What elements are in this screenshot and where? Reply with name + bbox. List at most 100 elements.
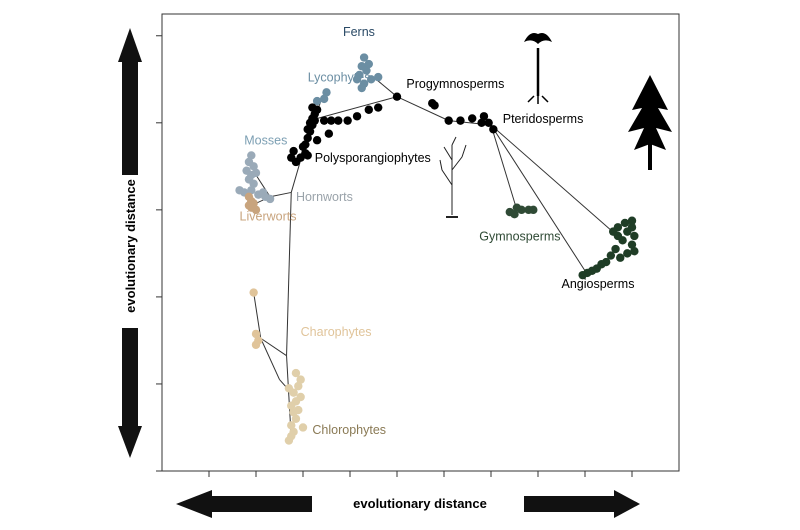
- mosses-point-7: [249, 179, 258, 188]
- chlorophytes-point-13: [296, 392, 305, 402]
- ferns-point-9: [357, 83, 366, 93]
- label-mosses: Mosses: [244, 134, 287, 148]
- angiosperms-point-19: [623, 227, 632, 236]
- x-axis-label: evolutionary distance: [353, 496, 487, 511]
- polysporangiophytes-point-24: [324, 129, 334, 138]
- tree-edge-1: [286, 192, 292, 356]
- polysporangiophytes-point-13: [298, 142, 308, 151]
- angiosperms-point-9: [606, 251, 616, 260]
- y-axis-down-arrow-icon: [118, 328, 142, 458]
- ferns-point-0: [359, 53, 369, 62]
- angiosperms-point-3: [627, 240, 637, 249]
- hornworts-point-4: [265, 194, 275, 204]
- polysporangiophytes-point-20: [343, 116, 352, 125]
- liverworts-point-5: [244, 201, 254, 210]
- ferns-point-8: [352, 75, 362, 84]
- chlorophytes-point-8: [287, 421, 296, 430]
- charophytes-point-3: [251, 340, 261, 349]
- ferns-point-2: [362, 66, 371, 75]
- plot-frame: [161, 13, 680, 472]
- angiosperms-point-7: [630, 247, 639, 256]
- gymnosperms-point-5: [512, 203, 522, 212]
- angiosperms-point-8: [611, 244, 620, 254]
- pteridosperms-point-2: [468, 114, 477, 123]
- angiosperms-point-2: [630, 231, 639, 241]
- label-pteridosperms: Pteridosperms: [503, 112, 584, 126]
- tree-edge-17: [490, 124, 586, 272]
- polysporangiophytes-point-22: [364, 105, 373, 114]
- chlorophytes-point-11: [284, 436, 294, 445]
- label-angiosperms: Angiosperms: [562, 277, 635, 291]
- chlorophytes-point-14: [284, 384, 294, 393]
- polysporangiophytes-point-15: [312, 105, 322, 114]
- charophytes-point-1: [251, 329, 261, 339]
- label-liverworts: Liverworts: [240, 210, 297, 224]
- label-progymnosperms: Progymnosperms: [406, 77, 504, 91]
- lycophytes-point-2: [312, 96, 322, 106]
- tree-edge-15: [490, 124, 518, 211]
- polysporangiophytes-point-19: [334, 116, 343, 125]
- polysporangiophytes-point-6: [303, 133, 312, 143]
- charophytes-point-0: [249, 288, 258, 297]
- hornworts-point-5: [254, 190, 263, 199]
- gymnosperms-point-1: [510, 210, 519, 219]
- seed-fern-tree-icon: [628, 75, 672, 170]
- angiosperms-point-15: [578, 270, 587, 280]
- chlorophytes-point-15: [298, 423, 308, 432]
- lycophytes-point-1: [319, 94, 329, 104]
- polysporangiophytes-point-25: [312, 136, 322, 145]
- pteridosperms-point-1: [456, 116, 465, 125]
- polysporangiophytes-point-16: [310, 116, 319, 125]
- mosses-point-8: [247, 186, 256, 195]
- tree-edge-13: [396, 96, 449, 122]
- lycophytes-point-0: [322, 88, 331, 97]
- label-charophytes: Charophytes: [301, 325, 372, 339]
- mosses-point-1: [247, 151, 256, 160]
- pteridosperms-point-3: [477, 118, 486, 128]
- chlorophytes-point-5: [287, 401, 296, 410]
- y-axis-label: evolutionary distance: [123, 179, 138, 313]
- polysporangiophytes-point-4: [289, 146, 298, 156]
- progymnosperms-point-0: [392, 92, 402, 101]
- tree-fern-icon: [524, 33, 552, 104]
- tree-edge-16: [490, 124, 623, 241]
- x-axis-right-arrow-icon: [524, 490, 640, 518]
- pteridosperms-point-4: [484, 118, 493, 128]
- label-ferns: Ferns: [343, 25, 375, 39]
- mosses-point-2: [249, 162, 258, 171]
- mosses-point-5: [251, 168, 261, 178]
- axes: [156, 35, 633, 477]
- angiosperms-point-0: [620, 218, 630, 228]
- label-chlorophytes: Chlorophytes: [312, 423, 386, 437]
- label-lycophytes: Lycophytes: [308, 70, 371, 84]
- pteridosperms-point-6: [479, 112, 489, 121]
- angiosperms-point-18: [627, 216, 637, 225]
- pteridosperms-point-5: [489, 125, 498, 134]
- data-points: [235, 53, 639, 445]
- tree-edge-2: [260, 337, 287, 357]
- ferns-point-7: [374, 72, 383, 82]
- ferns-point-3: [364, 59, 373, 69]
- label-polysporangiophytes: Polysporangiophytes: [315, 151, 431, 165]
- label-gymnosperms: Gymnosperms: [479, 229, 560, 243]
- chlorophytes-point-7: [291, 414, 301, 423]
- progymnosperms-point-2: [430, 101, 439, 110]
- tree-edge-6: [269, 191, 292, 198]
- early-branching-plant-icon: [439, 136, 467, 218]
- polysporangiophytes-point-23: [374, 103, 383, 112]
- label-hornworts: Hornworts: [296, 190, 353, 204]
- chlorophytes-point-2: [294, 381, 303, 391]
- liverworts-point-4: [251, 205, 261, 215]
- chlorophytes-point-12: [294, 405, 303, 415]
- polysporangiophytes-point-18: [327, 116, 336, 125]
- tree-edge-4: [260, 338, 280, 380]
- ferns-point-5: [366, 75, 376, 84]
- gymnosperms-point-4: [529, 205, 538, 215]
- chlorophytes-point-0: [291, 368, 301, 378]
- y-axis-up-arrow-icon: [118, 28, 142, 175]
- tree-edge-8: [255, 174, 271, 198]
- annotation-labels: FernsLycophytesMossesHornwortsLiverworts…: [240, 25, 635, 437]
- x-axis-left-arrow-icon: [176, 490, 312, 518]
- polysporangiophytes-point-17: [319, 116, 329, 125]
- polysporangiophytes-point-12: [305, 127, 315, 136]
